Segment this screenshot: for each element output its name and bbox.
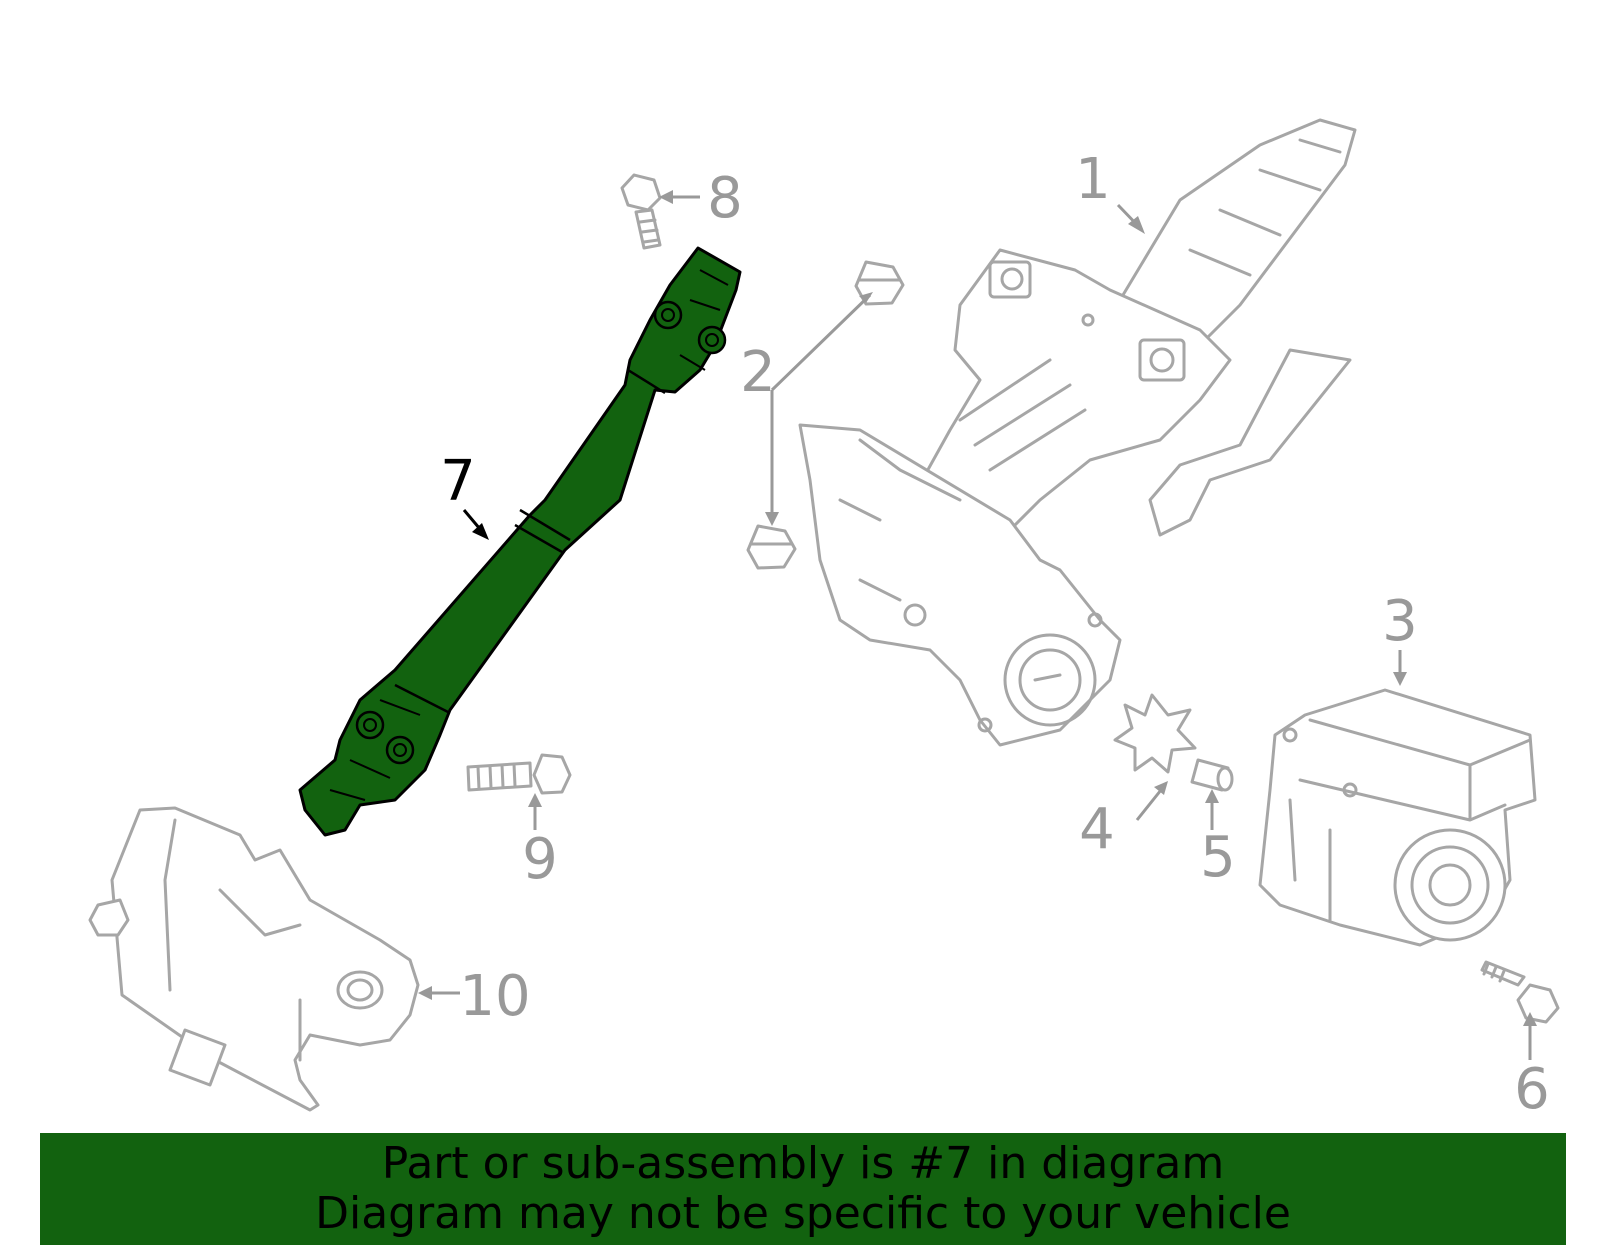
callout-1: 1 xyxy=(1075,147,1111,212)
coupler-part-4[interactable] xyxy=(1113,693,1197,774)
callout-3: 3 xyxy=(1382,589,1418,654)
info-banner: Part or sub-assembly is #7 in diagram Di… xyxy=(40,1133,1566,1245)
callout-7: 7 xyxy=(440,449,476,514)
intermediate-shaft-part-7[interactable] xyxy=(298,246,742,837)
steering-column-part-1[interactable] xyxy=(798,118,1357,747)
arrow-heads xyxy=(418,190,1537,1026)
bushing-part-5[interactable] xyxy=(1190,758,1234,792)
callout-4: 4 xyxy=(1079,797,1115,862)
banner-line-part: Part or sub-assembly is #7 in diagram xyxy=(381,1138,1225,1189)
callout-6: 6 xyxy=(1514,1057,1550,1122)
callout-10: 10 xyxy=(459,964,530,1029)
callout-8: 8 xyxy=(707,166,743,231)
banner-line-disclaimer: Diagram may not be specific to your vehi… xyxy=(315,1188,1291,1239)
bolt-part-8[interactable] xyxy=(620,173,662,250)
motor-module-part-3[interactable] xyxy=(1258,688,1537,947)
callout-9: 9 xyxy=(522,827,558,892)
callout-2: 2 xyxy=(740,340,776,405)
callout-5: 5 xyxy=(1200,825,1236,890)
bolt-part-6[interactable] xyxy=(1480,960,1560,1024)
bolt-part-9[interactable] xyxy=(466,753,572,795)
nut-part-2-lower[interactable] xyxy=(746,524,797,570)
parts-diagram: 1 2 3 4 5 6 7 8 9 10 xyxy=(88,118,1560,1122)
cover-part-10[interactable] xyxy=(88,806,420,1112)
